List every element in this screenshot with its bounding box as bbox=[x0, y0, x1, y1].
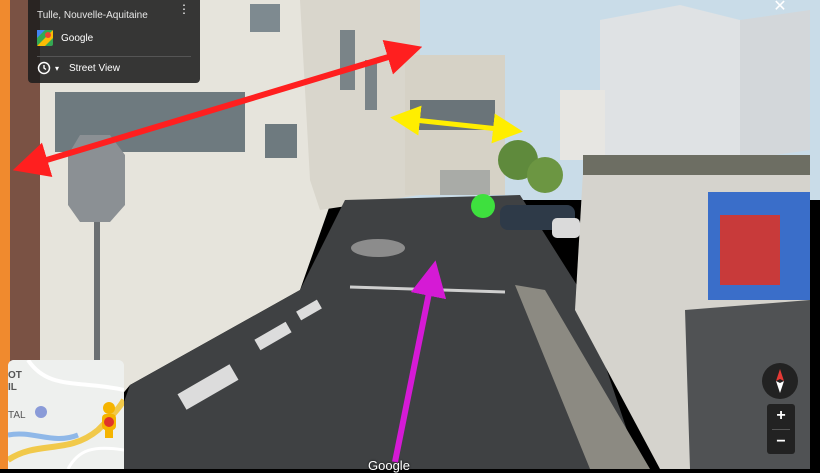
right-building-2 bbox=[740, 10, 810, 160]
right-building bbox=[600, 5, 740, 165]
small-building bbox=[560, 90, 605, 160]
curb-block bbox=[296, 299, 322, 321]
road bbox=[100, 195, 640, 469]
zoom-out-button[interactable]: − bbox=[776, 433, 786, 450]
window-side bbox=[340, 30, 355, 90]
yellow-double-arrow bbox=[390, 105, 523, 144]
right-wall bbox=[515, 285, 650, 469]
location-label: Tulle, Nouvelle-Aquitaine bbox=[37, 10, 148, 21]
poster-inner bbox=[720, 215, 780, 285]
location-info-card: Tulle, Nouvelle-Aquitaine ⋮ Google ▾ Str… bbox=[28, 0, 200, 83]
chevron-down-icon: ▾ bbox=[55, 63, 60, 73]
street-view-history-button[interactable]: ▾ Street View bbox=[37, 60, 120, 76]
road-marking bbox=[351, 239, 405, 257]
curb-block bbox=[254, 321, 292, 351]
left-edge-strip bbox=[0, 0, 10, 469]
mini-map[interactable]: OT IL TAL bbox=[8, 360, 124, 469]
green-marker bbox=[471, 194, 495, 218]
curb-block bbox=[177, 364, 239, 410]
shed-roof bbox=[583, 155, 810, 175]
street-view-label: Street View bbox=[69, 62, 120, 74]
compass-icon bbox=[776, 369, 784, 393]
close-button[interactable]: ✕ bbox=[773, 0, 787, 15]
map-label: IL bbox=[8, 382, 17, 393]
tree bbox=[527, 157, 563, 193]
window-upper bbox=[250, 4, 280, 32]
google-watermark: Google bbox=[368, 458, 410, 473]
map-label: TAL bbox=[8, 410, 26, 421]
garage-door bbox=[440, 170, 490, 195]
more-options-icon[interactable]: ⋮ bbox=[178, 2, 190, 16]
window-row bbox=[265, 124, 297, 158]
google-maps-icon bbox=[37, 30, 53, 46]
pegman-icon[interactable] bbox=[96, 400, 122, 440]
compass-button[interactable] bbox=[762, 363, 798, 399]
magenta-arrow bbox=[392, 260, 447, 463]
clock-history-icon bbox=[37, 61, 51, 75]
zoom-in-button[interactable]: + bbox=[776, 407, 786, 424]
sign-pole bbox=[94, 150, 100, 420]
zoom-divider bbox=[772, 429, 790, 430]
map-label: OT bbox=[8, 370, 22, 381]
red-double-arrow bbox=[12, 39, 423, 178]
parked-car bbox=[552, 218, 580, 238]
building-side bbox=[300, 0, 420, 210]
google-maps-link[interactable]: Google bbox=[37, 30, 93, 46]
divider bbox=[37, 56, 191, 57]
zoom-controls: + − bbox=[767, 404, 795, 454]
window-side bbox=[365, 60, 377, 110]
google-maps-label: Google bbox=[61, 32, 94, 44]
